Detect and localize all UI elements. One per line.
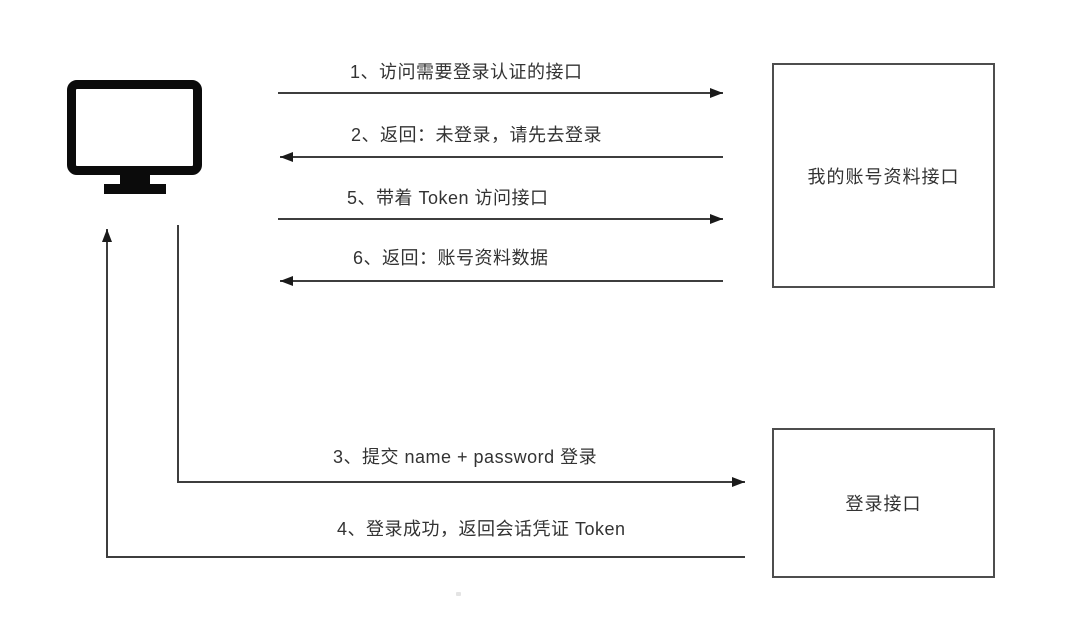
node-login-api-label: 登录接口	[845, 494, 922, 514]
smudge-artifact	[456, 592, 461, 596]
monitor-stand-base	[104, 184, 166, 194]
message-4-label: 4、登录成功，返回会话凭证 Token	[337, 519, 626, 539]
client-computer-icon	[67, 80, 202, 194]
message-2-label: 2、返回：未登录，请先去登录	[351, 125, 603, 145]
message-6-label: 6、返回：账号资料数据	[353, 248, 549, 268]
monitor-stand-neck	[120, 174, 150, 185]
message-3-label: 3、提交 name + password 登录	[333, 447, 598, 467]
message-5-label: 5、带着 Token 访问接口	[347, 188, 549, 208]
node-profile-api: 我的账号资料接口	[772, 63, 995, 288]
message-3-arrow	[177, 225, 745, 487]
message-1-label: 1、访问需要登录认证的接口	[350, 62, 583, 82]
message-4-arrow	[102, 229, 745, 558]
monitor-screen-icon	[67, 80, 202, 175]
node-login-api: 登录接口	[772, 428, 995, 578]
node-profile-api-label: 我的账号资料接口	[807, 166, 960, 187]
